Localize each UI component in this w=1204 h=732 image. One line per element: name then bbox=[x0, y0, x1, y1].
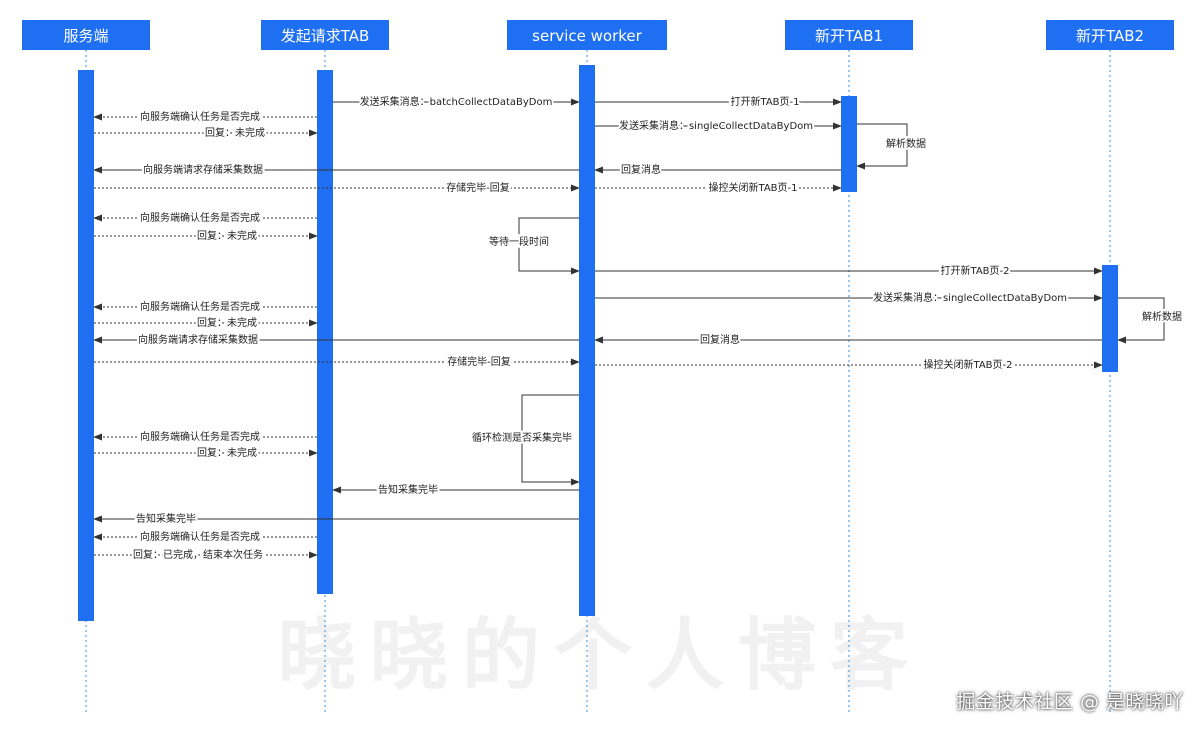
participant-tab: 发起请求TAB bbox=[261, 20, 389, 50]
message-14: 发送采集消息：singleCollectDataByDom bbox=[595, 289, 1103, 306]
message-16: 解析数据 bbox=[1117, 297, 1184, 344]
participant-label: 发起请求TAB bbox=[281, 27, 370, 45]
footer-watermark: 掘金技术社区 @ 是晓晓吖 bbox=[956, 691, 1184, 713]
message-label: 向服务端确认任务是否完成 bbox=[140, 530, 260, 543]
message-7: 向服务端请求存储采集数据 bbox=[93, 161, 579, 178]
activation-server bbox=[78, 70, 94, 621]
message-22: 循环检测是否采集完毕 bbox=[470, 394, 580, 486]
message-label: 回复：未完成 bbox=[197, 446, 257, 459]
message-26: 告知采集完毕 bbox=[93, 510, 579, 527]
message-label: 向服务端请求存储采集数据 bbox=[143, 163, 263, 176]
message-0: 发送采集消息：batchCollectDataByDom bbox=[333, 93, 580, 110]
message-label: 向服务端确认任务是否完成 bbox=[140, 211, 260, 224]
participant-sw: service worker bbox=[507, 20, 667, 50]
message-2: 向服务端确认任务是否完成 bbox=[93, 108, 317, 125]
message-label: 解析数据 bbox=[886, 137, 926, 150]
message-19: 回复消息 bbox=[594, 331, 1102, 348]
message-label: 发送采集消息：batchCollectDataByDom bbox=[360, 95, 553, 108]
activation-sw bbox=[579, 65, 595, 616]
message-10: 向服务端确认任务是否完成 bbox=[93, 209, 317, 226]
message-15: 向服务端确认任务是否完成 bbox=[93, 298, 317, 315]
participant-tab1: 新开TAB1 bbox=[785, 20, 913, 50]
message-23: 向服务端确认任务是否完成 bbox=[93, 428, 317, 445]
message-18: 向服务端请求存储采集数据 bbox=[93, 331, 579, 348]
message-8: 存储完毕-回复 bbox=[94, 179, 580, 196]
message-label: 发送采集消息：singleCollectDataByDom bbox=[873, 291, 1067, 304]
message-label: 存储完毕-回复 bbox=[446, 181, 510, 194]
message-label: 循环检测是否采集完毕 bbox=[472, 431, 572, 444]
message-label: 回复：未完成 bbox=[197, 229, 257, 242]
message-5: 解析数据 bbox=[856, 123, 928, 170]
message-label: 发送采集消息：singleCollectDataByDom bbox=[619, 119, 813, 132]
participant-server: 服务端 bbox=[22, 20, 150, 50]
message-4: 回复：未完成 bbox=[94, 124, 318, 141]
message-9: 操控关闭新TAB页-1 bbox=[595, 179, 842, 196]
message-label: 存储完毕-回复 bbox=[447, 355, 511, 368]
message-1: 打开新TAB页-1 bbox=[595, 93, 842, 110]
message-label: 向服务端请求存储采集数据 bbox=[138, 333, 258, 346]
message-28: 回复：已完成，结束本次任务 bbox=[94, 546, 318, 563]
message-6: 回复消息 bbox=[594, 161, 841, 178]
message-label: 回复：未完成 bbox=[205, 126, 265, 139]
message-13: 打开新TAB页-2 bbox=[595, 262, 1103, 279]
message-21: 操控关闭新TAB页-2 bbox=[595, 356, 1103, 373]
message-label: 操控关闭新TAB页-2 bbox=[923, 358, 1012, 371]
activation-tab2 bbox=[1102, 265, 1118, 372]
participant-tab2: 新开TAB2 bbox=[1046, 20, 1174, 50]
message-label: 打开新TAB页-2 bbox=[940, 264, 1009, 277]
message-24: 回复：未完成 bbox=[94, 444, 318, 461]
message-label: 向服务端确认任务是否完成 bbox=[140, 300, 260, 313]
message-label: 回复消息 bbox=[621, 163, 661, 176]
message-label: 告知采集完毕 bbox=[378, 483, 438, 496]
message-label: 回复：未完成 bbox=[197, 316, 257, 329]
message-3: 发送采集消息：singleCollectDataByDom bbox=[595, 117, 842, 134]
message-label: 向服务端确认任务是否完成 bbox=[140, 110, 260, 123]
participant-label: 新开TAB2 bbox=[1076, 27, 1144, 45]
message-label: 告知采集完毕 bbox=[136, 512, 196, 525]
participant-label: service worker bbox=[532, 27, 642, 45]
message-label: 等待一段时间 bbox=[489, 235, 549, 248]
activation-tab1 bbox=[841, 96, 857, 192]
message-20: 存储完毕-回复 bbox=[94, 353, 580, 370]
message-25: 告知采集完毕 bbox=[332, 481, 579, 498]
message-label: 操控关闭新TAB页-1 bbox=[708, 181, 797, 194]
message-label: 打开新TAB页-1 bbox=[730, 95, 799, 108]
message-label: 向服务端确认任务是否完成 bbox=[140, 430, 260, 443]
message-17: 回复：未完成 bbox=[94, 314, 318, 331]
activation-tab bbox=[317, 70, 333, 594]
message-label: 回复消息 bbox=[700, 333, 740, 346]
message-11: 等待一段时间 bbox=[487, 217, 580, 275]
message-12: 回复：未完成 bbox=[94, 227, 318, 244]
message-27: 向服务端确认任务是否完成 bbox=[93, 528, 317, 545]
message-label: 回复：已完成，结束本次任务 bbox=[133, 548, 263, 561]
participant-label: 服务端 bbox=[63, 27, 108, 45]
message-label: 解析数据 bbox=[1142, 310, 1182, 323]
participant-label: 新开TAB1 bbox=[815, 27, 883, 45]
